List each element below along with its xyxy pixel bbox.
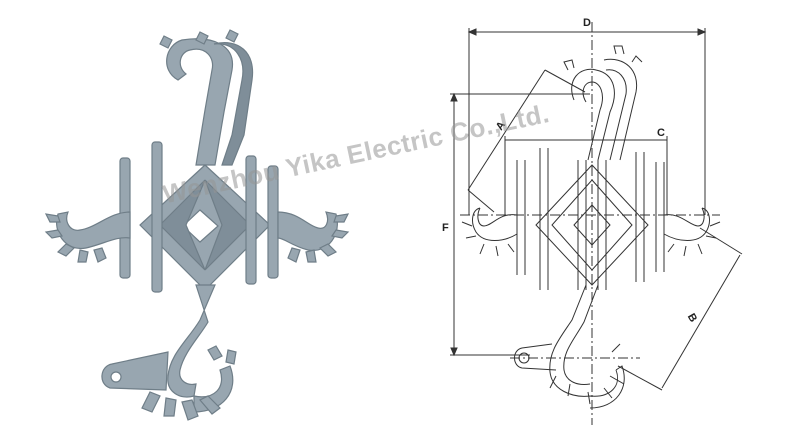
dimension-b <box>617 227 743 391</box>
diamond-inner-right <box>204 179 251 271</box>
left-saddle-teeth <box>44 213 107 263</box>
top-hook <box>166 38 234 166</box>
bottom-stem <box>167 284 216 398</box>
dimension-d <box>467 28 707 215</box>
dimension-label-c: C <box>657 127 665 139</box>
technical-drawing <box>450 22 743 425</box>
bottom-hook-teeth <box>207 345 237 365</box>
top-hook-rib <box>213 42 254 166</box>
drawing-diamond <box>535 164 649 286</box>
top-tab-right <box>195 31 209 45</box>
right-saddle <box>277 211 338 252</box>
dimension-label-d: D <box>583 17 591 29</box>
dimension-f <box>450 92 590 357</box>
rib-right-inner <box>245 155 257 285</box>
drawing-bottom-hook <box>549 284 625 409</box>
lug-hole <box>110 371 122 383</box>
diamond-window <box>182 209 219 243</box>
drawing-top-tabs <box>563 45 643 71</box>
top-tab-rib <box>225 29 239 43</box>
dimension-a <box>467 69 586 213</box>
drawing-ribs <box>516 148 665 290</box>
drawing-bottom-lug <box>514 343 557 371</box>
bottom-teeth <box>141 391 221 421</box>
bottom-lug <box>101 351 169 391</box>
top-tab-left <box>159 35 173 49</box>
drawing-lug-hole <box>518 352 530 364</box>
rib-left-inner <box>151 141 163 293</box>
dimension-label-f: F <box>442 222 449 234</box>
drawing-right-saddle <box>663 207 721 257</box>
left-saddle <box>56 211 131 250</box>
product-photo <box>44 29 350 421</box>
right-saddle-teeth <box>287 213 350 263</box>
dimension-c <box>504 136 668 215</box>
drawing-top-hook <box>571 58 638 161</box>
drawing-left-saddle <box>461 207 518 257</box>
drawing-bottom-teeth <box>549 343 625 405</box>
